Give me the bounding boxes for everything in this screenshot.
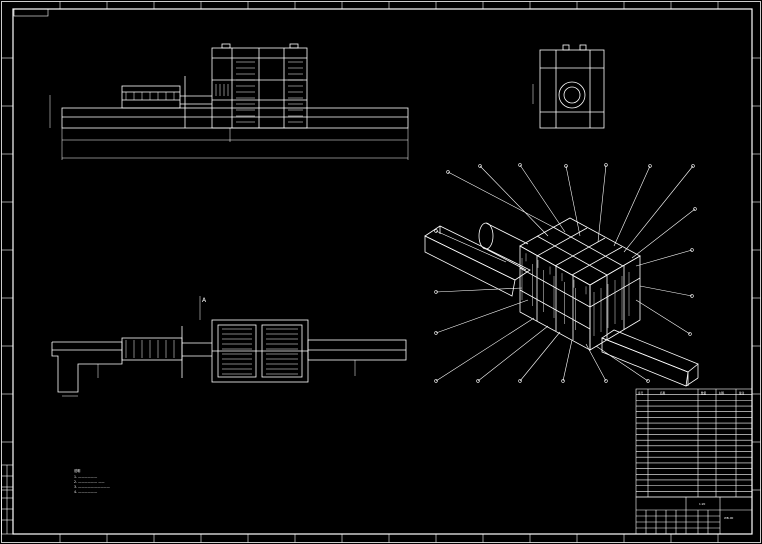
leader-balloon bbox=[690, 294, 694, 298]
bom-header-qty: 数量 bbox=[701, 391, 707, 395]
leader-balloon bbox=[690, 248, 694, 252]
leader-balloon bbox=[564, 164, 568, 168]
leader-line bbox=[613, 165, 651, 247]
leader-line bbox=[639, 285, 693, 297]
note-line-2: 2. —————— —— bbox=[74, 480, 105, 484]
leader-balloon bbox=[478, 164, 482, 168]
isometric-view-inner-details bbox=[521, 253, 630, 336]
note-line-1: 1. —————— bbox=[74, 475, 98, 479]
note-line-4: 4. —————— bbox=[74, 490, 98, 494]
leader-line bbox=[585, 343, 607, 382]
top-left-tag-box bbox=[13, 8, 49, 17]
top-view-inner-details bbox=[125, 328, 298, 375]
leader-line bbox=[479, 165, 549, 237]
leader-balloon bbox=[646, 379, 650, 383]
leader-line bbox=[631, 208, 696, 259]
leader-balloon bbox=[688, 332, 692, 336]
title-block-scale: 1:20 bbox=[699, 502, 706, 506]
notes-heading: 说明 bbox=[74, 468, 80, 473]
front-view bbox=[49, 43, 409, 160]
leader-balloon bbox=[518, 163, 522, 167]
leader-balloon bbox=[518, 379, 522, 383]
leader-balloon bbox=[604, 163, 608, 167]
leader-line bbox=[435, 299, 529, 334]
leader-line bbox=[435, 230, 507, 263]
title-block-drawing-number: WB-00 bbox=[724, 516, 733, 520]
leader-line bbox=[635, 299, 691, 335]
top-view bbox=[51, 296, 407, 397]
note-line-3: 3. —————————— bbox=[74, 485, 111, 489]
leader-line bbox=[519, 331, 561, 382]
leader-balloon bbox=[604, 379, 608, 383]
bom-header-note: 备注 bbox=[739, 391, 745, 395]
left-revision-strip bbox=[1, 464, 14, 535]
leader-line bbox=[635, 249, 693, 267]
leader-line bbox=[623, 165, 694, 253]
leader-balloon bbox=[446, 170, 450, 174]
leader-balloon bbox=[693, 207, 697, 211]
leader-balloon bbox=[434, 290, 438, 294]
leader-balloon bbox=[561, 379, 565, 383]
leader-line bbox=[562, 339, 573, 382]
leader-balloon bbox=[434, 379, 438, 383]
leader-line bbox=[519, 164, 566, 233]
front-view-inner-details bbox=[125, 61, 303, 123]
title-block bbox=[635, 496, 753, 535]
leader-line bbox=[435, 317, 535, 382]
leader-balloon bbox=[434, 229, 438, 233]
side-view bbox=[532, 44, 605, 129]
leader-balloon bbox=[648, 164, 652, 168]
technical-notes: 说明 1. —————— 2. —————— —— 3. —————————— … bbox=[74, 468, 111, 494]
leader-line bbox=[565, 165, 581, 237]
bom-header-name: 名称 bbox=[660, 391, 666, 395]
bom-header-row: 序号 名称 数量 材料 备注 bbox=[638, 391, 745, 395]
top-view-label: A bbox=[202, 297, 207, 304]
leader-line bbox=[435, 287, 523, 293]
isometric-view bbox=[424, 217, 699, 387]
leader-line bbox=[477, 325, 549, 382]
leader-line bbox=[597, 164, 607, 243]
bom-header-material: 材料 bbox=[719, 391, 725, 395]
leader-balloon bbox=[691, 164, 695, 168]
leader-line bbox=[447, 171, 556, 229]
part-leader-lines bbox=[434, 163, 697, 383]
leader-line bbox=[595, 345, 649, 382]
leader-balloon bbox=[434, 331, 438, 335]
leader-balloon bbox=[476, 379, 480, 383]
bom-header-index: 序号 bbox=[638, 391, 644, 395]
